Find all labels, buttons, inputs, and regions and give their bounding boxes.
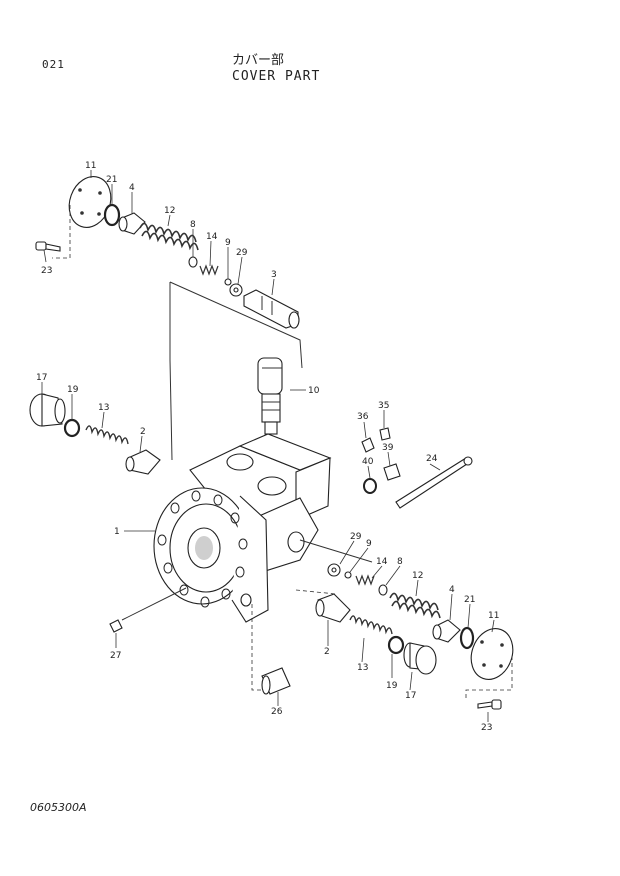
spring-lower [389,592,441,619]
callout-14-lower: 14 [376,557,388,567]
callout-14-top: 14 [206,232,218,242]
callout-21-top: 21 [106,175,117,185]
small-spring-top [199,264,219,276]
assembly-leader-lower [465,656,513,700]
callout-19-lower: 19 [386,681,398,691]
callout-19-left: 19 [67,385,79,395]
sleeve-top [118,212,146,235]
cover-plate-lower [470,628,514,680]
callout-11-lower: 11 [488,611,499,621]
o-ring-lower [459,626,475,650]
spring-left [85,425,129,445]
ball-top [224,278,232,286]
pump-cover-body [153,433,332,623]
callout-17-left: 17 [36,373,47,383]
callout-4-lower: 4 [449,585,455,595]
centre-rod [299,539,373,563]
callout-35: 35 [378,401,389,411]
callout-23-lower: 23 [481,723,492,733]
callout-29-lower: 29 [350,532,362,542]
callout-24: 24 [426,454,438,464]
piston-left [125,449,161,475]
callout-9-top: 9 [225,238,231,248]
cap-left [29,393,66,427]
spool-top [243,289,300,329]
o-ring-19-lower [387,635,405,655]
callout-13-left: 13 [98,403,109,413]
assembly-leader-top [52,205,71,259]
page-number: 021 [42,58,65,71]
washer-lower [327,563,341,577]
callout-17-lower: 17 [405,691,416,701]
callout-29-top: 29 [236,248,248,258]
callout-21-lower: 21 [464,595,475,605]
bolt-top [35,241,61,252]
spring-lower-13 [349,615,393,635]
plug-35 [379,427,391,441]
callout-12-lower: 12 [412,571,423,581]
callout-40: 40 [362,457,374,467]
callout-26: 26 [271,707,283,717]
bolt-lower [477,699,502,710]
document-code: 0605300A [30,801,87,814]
pin-27 [109,619,123,633]
callout-1: 1 [114,527,120,537]
long-pin [395,456,473,509]
spring-top [139,222,199,251]
callout-13-lower: 13 [357,663,368,673]
small-spring-lower [355,574,375,586]
piston-lower [315,593,351,623]
pin-26 [261,667,291,695]
plug-39 [383,463,401,481]
leader-lines [41,170,495,722]
callout-9-lower: 9 [366,539,372,549]
spring-seat-lower [378,584,388,596]
valve-cartridge [257,357,283,435]
o-ring-top [103,203,121,227]
callout-11-top: 11 [85,161,96,171]
leader-26 [251,604,262,691]
callout-39: 39 [382,443,394,453]
callout-23-top: 23 [41,266,52,276]
ball-lower [344,571,352,579]
callout-10: 10 [308,386,320,396]
callout-8-top: 8 [190,220,196,230]
plug-36 [361,437,375,453]
callout-2-lower: 2 [324,647,330,657]
o-ring-40 [363,478,377,494]
callout-8-lower: 8 [397,557,403,567]
callout-labels: 11 21 4 12 8 14 9 29 3 23 17 19 13 2 10 … [36,161,499,733]
cap-lower [403,642,437,675]
title-english: COVER PART [232,69,321,84]
callout-36: 36 [357,412,369,422]
callout-2-left: 2 [140,427,146,437]
bracket-line-top [169,281,303,461]
washer-top [229,283,243,297]
o-ring-left [63,418,81,438]
callout-27: 27 [110,651,121,661]
title-japanese: カバー部 [232,53,285,68]
leader-lower-parts [295,589,337,595]
sleeve-lower [432,619,461,643]
cover-plate-top [68,176,112,228]
callout-3: 3 [271,270,277,280]
spring-seat-top [188,256,198,268]
callout-4-top: 4 [129,183,135,193]
callout-12-top: 12 [164,206,175,216]
